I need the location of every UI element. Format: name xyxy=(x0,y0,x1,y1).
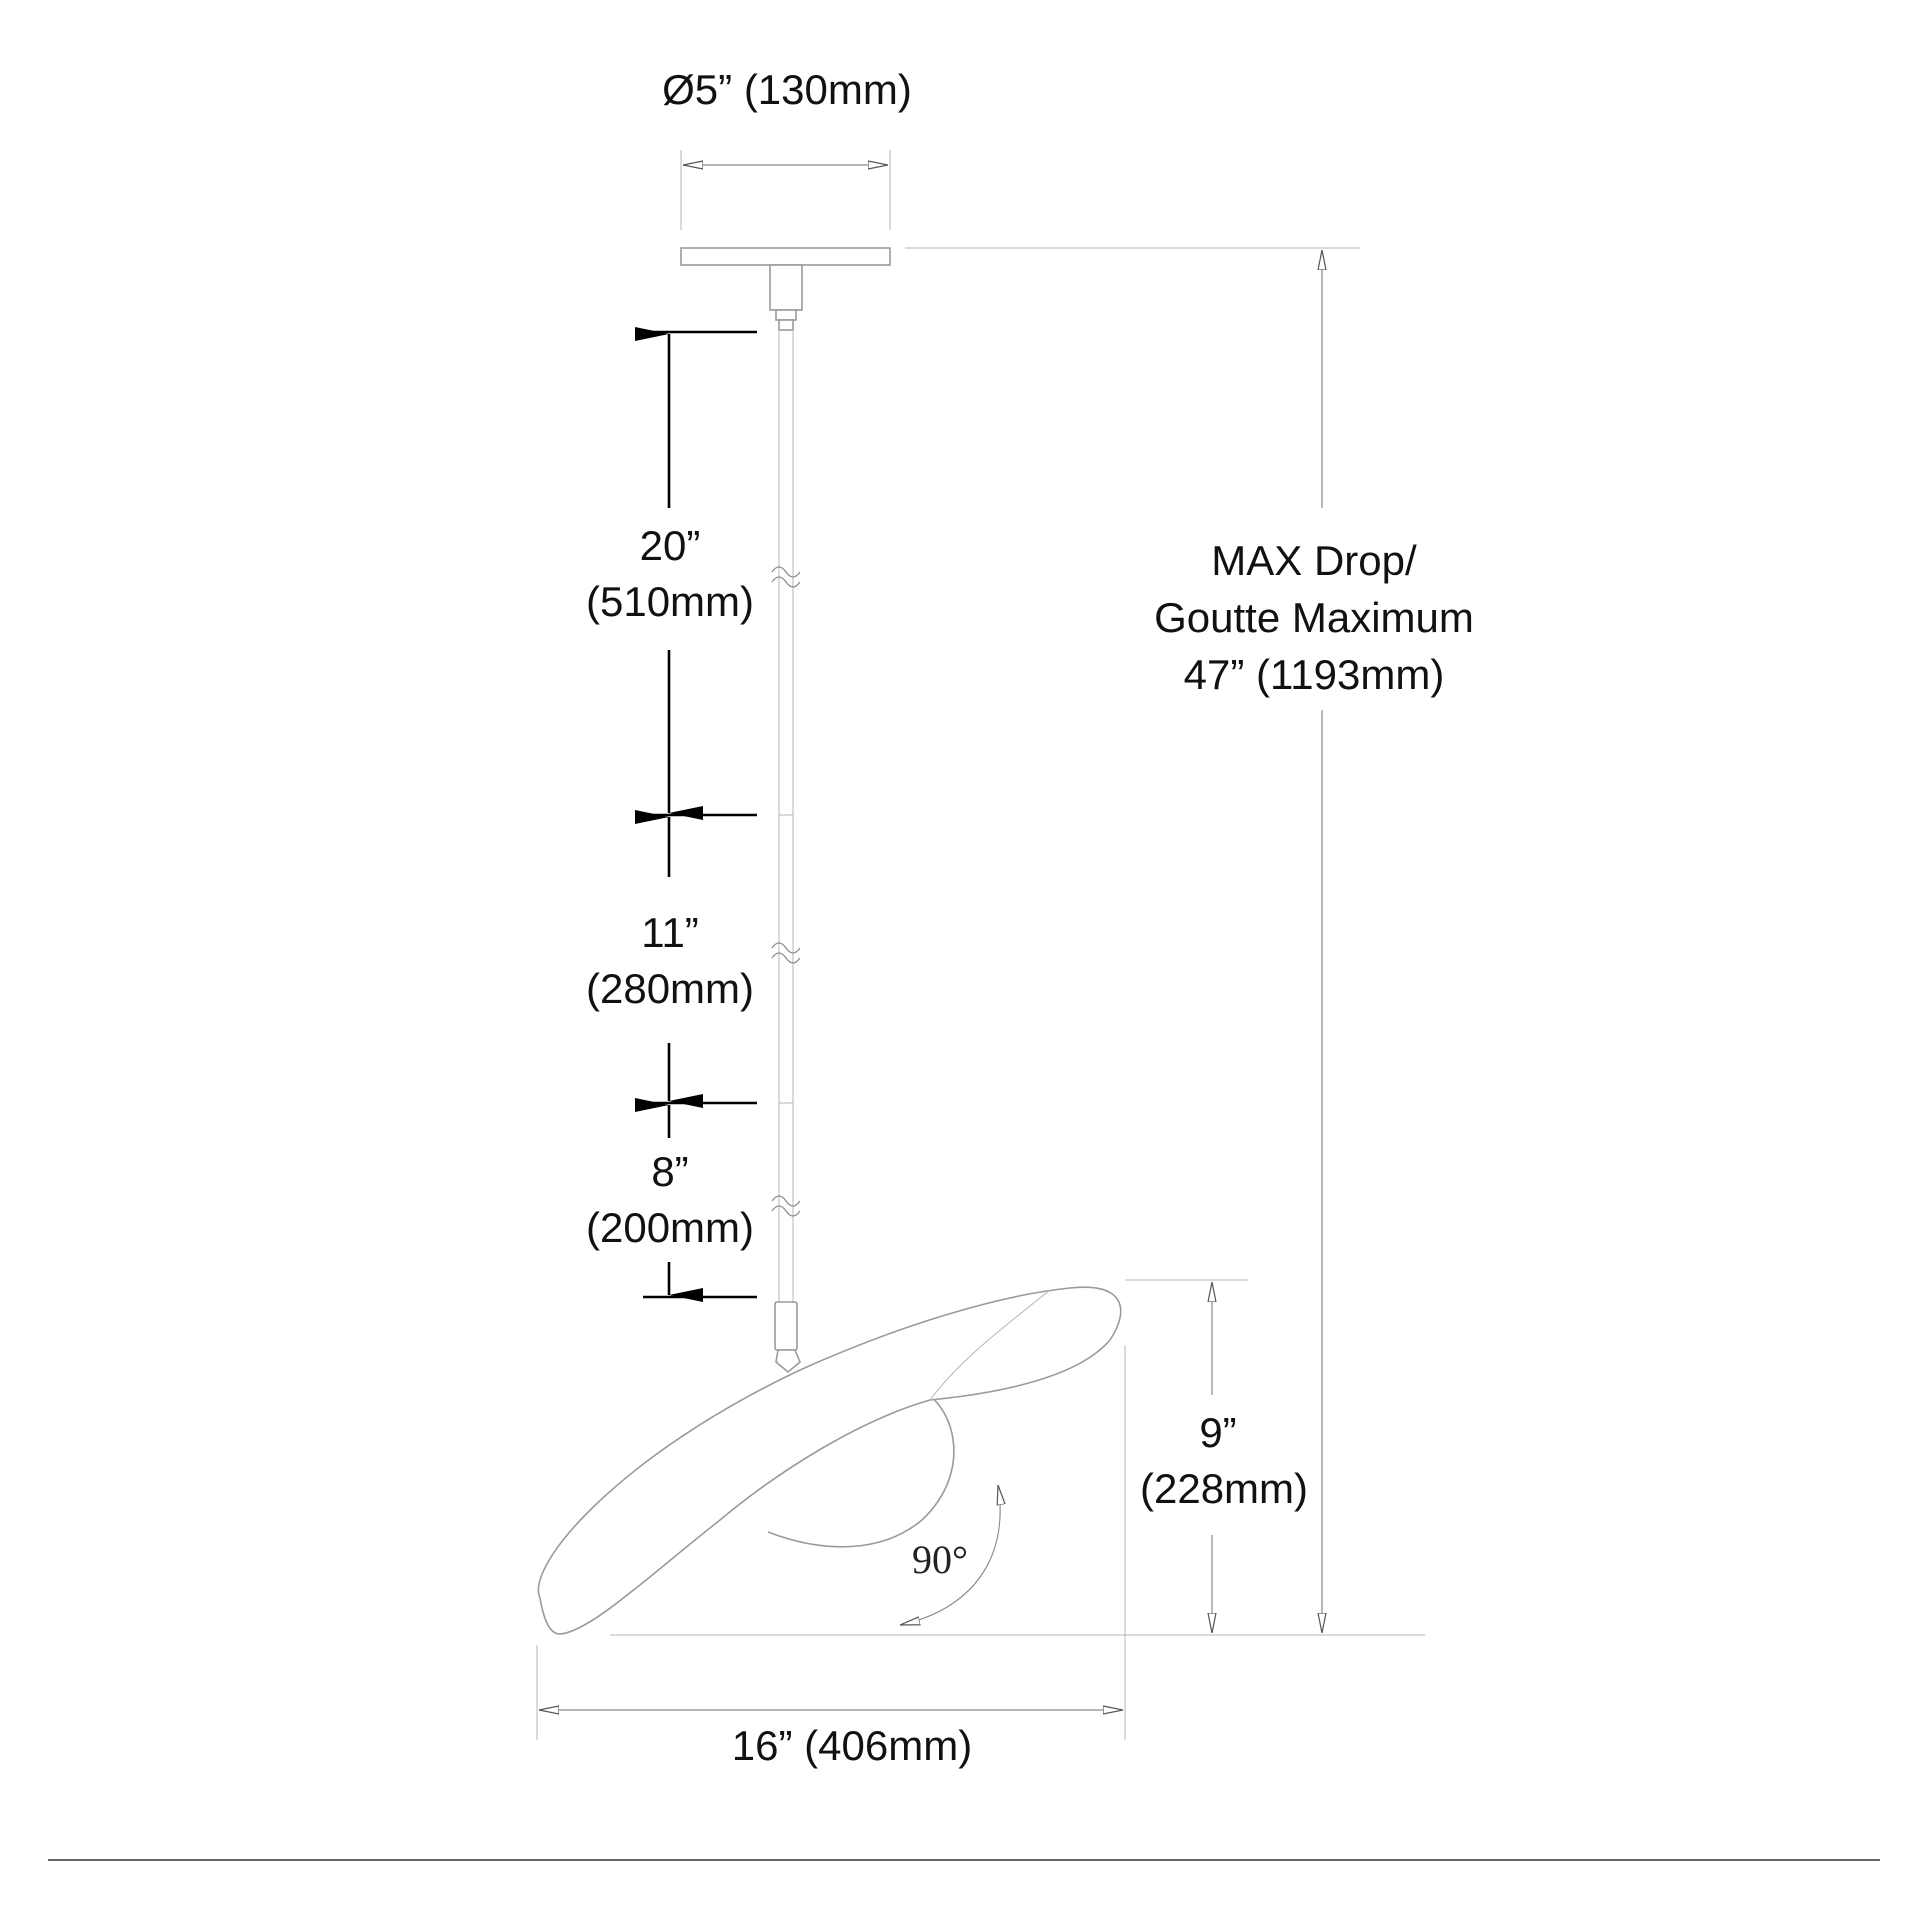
canopy-plate xyxy=(680,247,891,266)
stem-segment-2-mm: (280mm) xyxy=(586,965,754,1012)
shade-height-dimension: 9” (228mm) xyxy=(1125,1279,1308,1633)
max-drop-label-line-2: Goutte Maximum xyxy=(1154,594,1474,641)
canopy-diameter-label: Ø5” (130mm) xyxy=(662,66,912,113)
max-drop-label-line-3: 47” (1193mm) xyxy=(1184,651,1445,698)
stem-segment-3-inches: 8” xyxy=(651,1148,688,1195)
stem-dimensions: 20” (510mm) 11” (280mm) 8” (200mm) xyxy=(586,327,757,1302)
stem-segment-1-mm: (510mm) xyxy=(586,578,754,625)
shade-width-label: 16” (406mm) xyxy=(732,1722,972,1769)
canopy-collar xyxy=(769,264,803,311)
stem xyxy=(771,330,801,1302)
max-drop-dimension: MAX Drop/ Goutte Maximum 47” (1193mm) xyxy=(610,247,1474,1636)
max-drop-label-line-1: MAX Drop/ xyxy=(1211,537,1417,584)
shade-width-dimension: 16” (406mm) xyxy=(536,1345,1126,1769)
stem-segment-1-inches: 20” xyxy=(640,522,701,569)
pendant-fixture xyxy=(537,247,1122,1635)
rotation-label: 90° xyxy=(912,1537,968,1582)
shade-disc xyxy=(537,1286,1122,1635)
rotation-indicator: 90° xyxy=(900,1485,1000,1625)
canopy-diameter-dimension: Ø5” (130mm) xyxy=(662,66,912,230)
swivel-housing xyxy=(774,1301,798,1351)
shade-height-mm: (228mm) xyxy=(1140,1465,1308,1512)
stem-segment-3-mm: (200mm) xyxy=(586,1204,754,1251)
stem-segment-2-inches: 11” xyxy=(641,909,699,956)
shade-height-inches: 9” xyxy=(1199,1409,1236,1456)
